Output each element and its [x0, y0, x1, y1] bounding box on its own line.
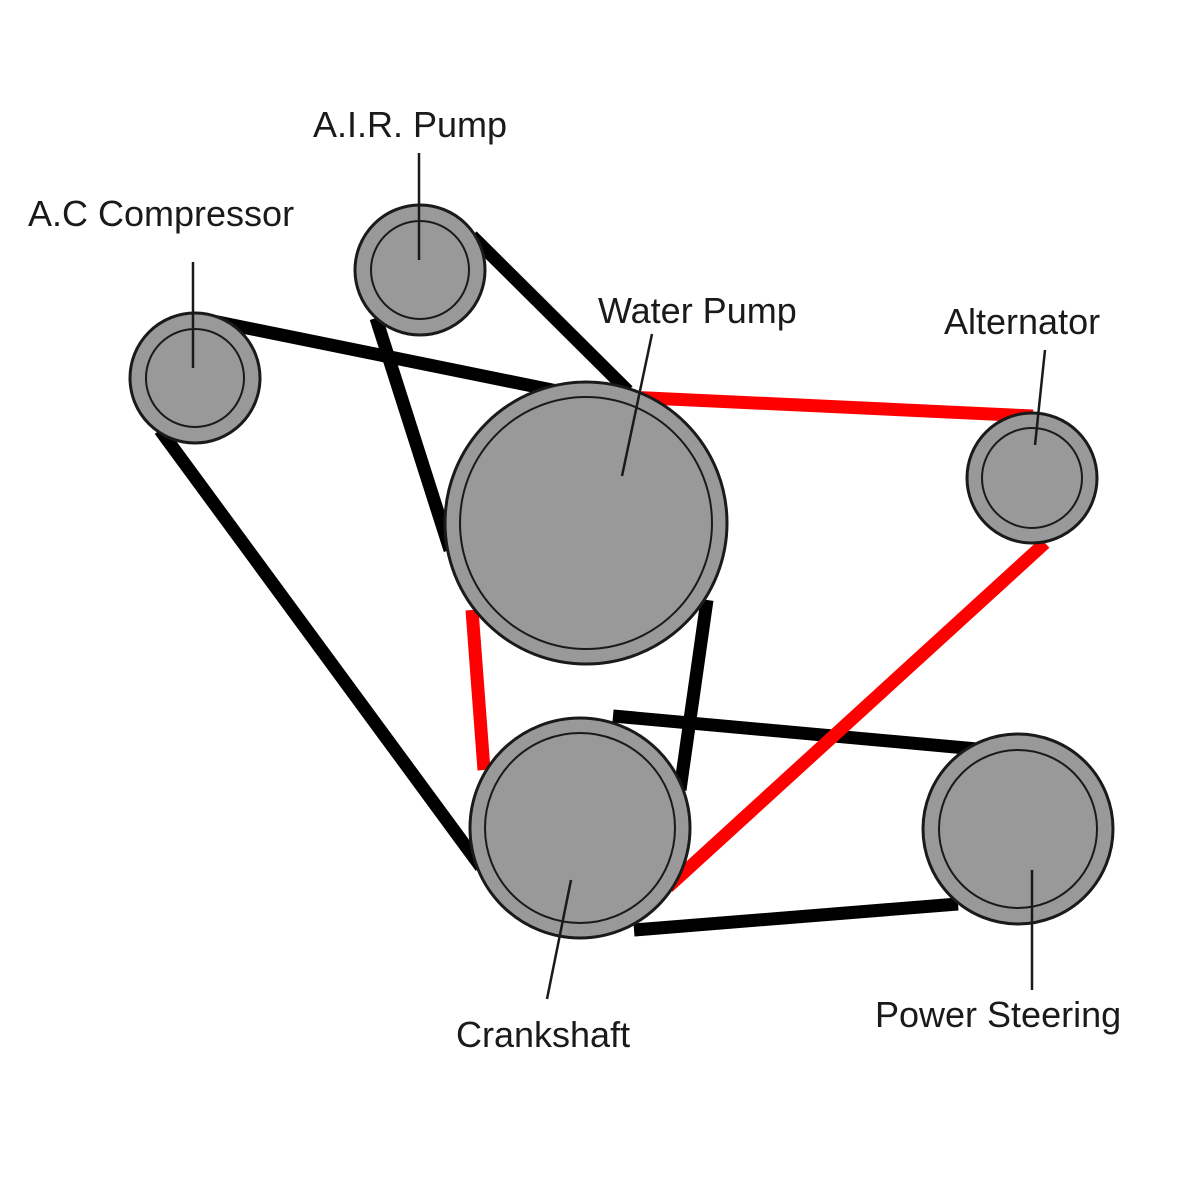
crankshaft-pulley-inner — [484, 732, 676, 924]
alternator-pulley-inner — [981, 427, 1083, 529]
water-pump-pulley-inner — [459, 396, 713, 650]
water-pump-label: Water Pump — [598, 290, 797, 331]
crankshaft-label: Crankshaft — [456, 1014, 630, 1055]
water-pump-pulley-outer — [443, 380, 729, 666]
pulley-water-pump — [443, 380, 729, 666]
air-pump-label: A.I.R. Pump — [313, 104, 507, 145]
power-steering-label: Power Steering — [875, 994, 1121, 1035]
leader-lines — [191, 153, 1047, 1000]
pulley-ac-compressor — [128, 311, 262, 445]
red-belt — [465, 390, 1050, 892]
leader-water-pump — [620, 333, 654, 477]
alternator-pulley-outer — [965, 411, 1099, 545]
belt-segment-crankshaft-to-powersteering-bottom — [633, 897, 959, 937]
ac-compressor-pulley-inner — [145, 328, 245, 428]
power-steering-pulley-outer — [921, 732, 1115, 926]
ac-compressor-label: A.C Compressor — [28, 193, 294, 234]
belt-segment-alternator-to-crankshaft — [663, 538, 1050, 892]
belt-segment-waterpump-to-alternator — [627, 390, 1034, 423]
pulley-crankshaft — [468, 716, 692, 940]
belt-segment-air-to-waterpump-left — [369, 316, 457, 552]
pulley-alternator — [965, 411, 1099, 545]
alternator-label: Alternator — [944, 301, 1100, 342]
power-steering-pulley-inner — [938, 749, 1098, 909]
crankshaft-pulley-outer — [468, 716, 692, 940]
leader-alternator — [1033, 349, 1047, 446]
belt-segment-waterpump-to-crankshaft-red — [465, 609, 491, 771]
belt-segment-air-to-waterpump — [467, 231, 633, 396]
black-belt — [154, 231, 978, 937]
belt-segment-waterpump-to-crankshaft — [673, 599, 714, 791]
pulley-power-steering — [921, 732, 1115, 926]
belt-segment-crankshaft-to-powersteering-top — [612, 709, 978, 756]
belt-segment-ac-to-crankshaft — [154, 426, 487, 871]
leader-crankshaft — [545, 879, 573, 1000]
ac-compressor-pulley-outer — [128, 311, 262, 445]
